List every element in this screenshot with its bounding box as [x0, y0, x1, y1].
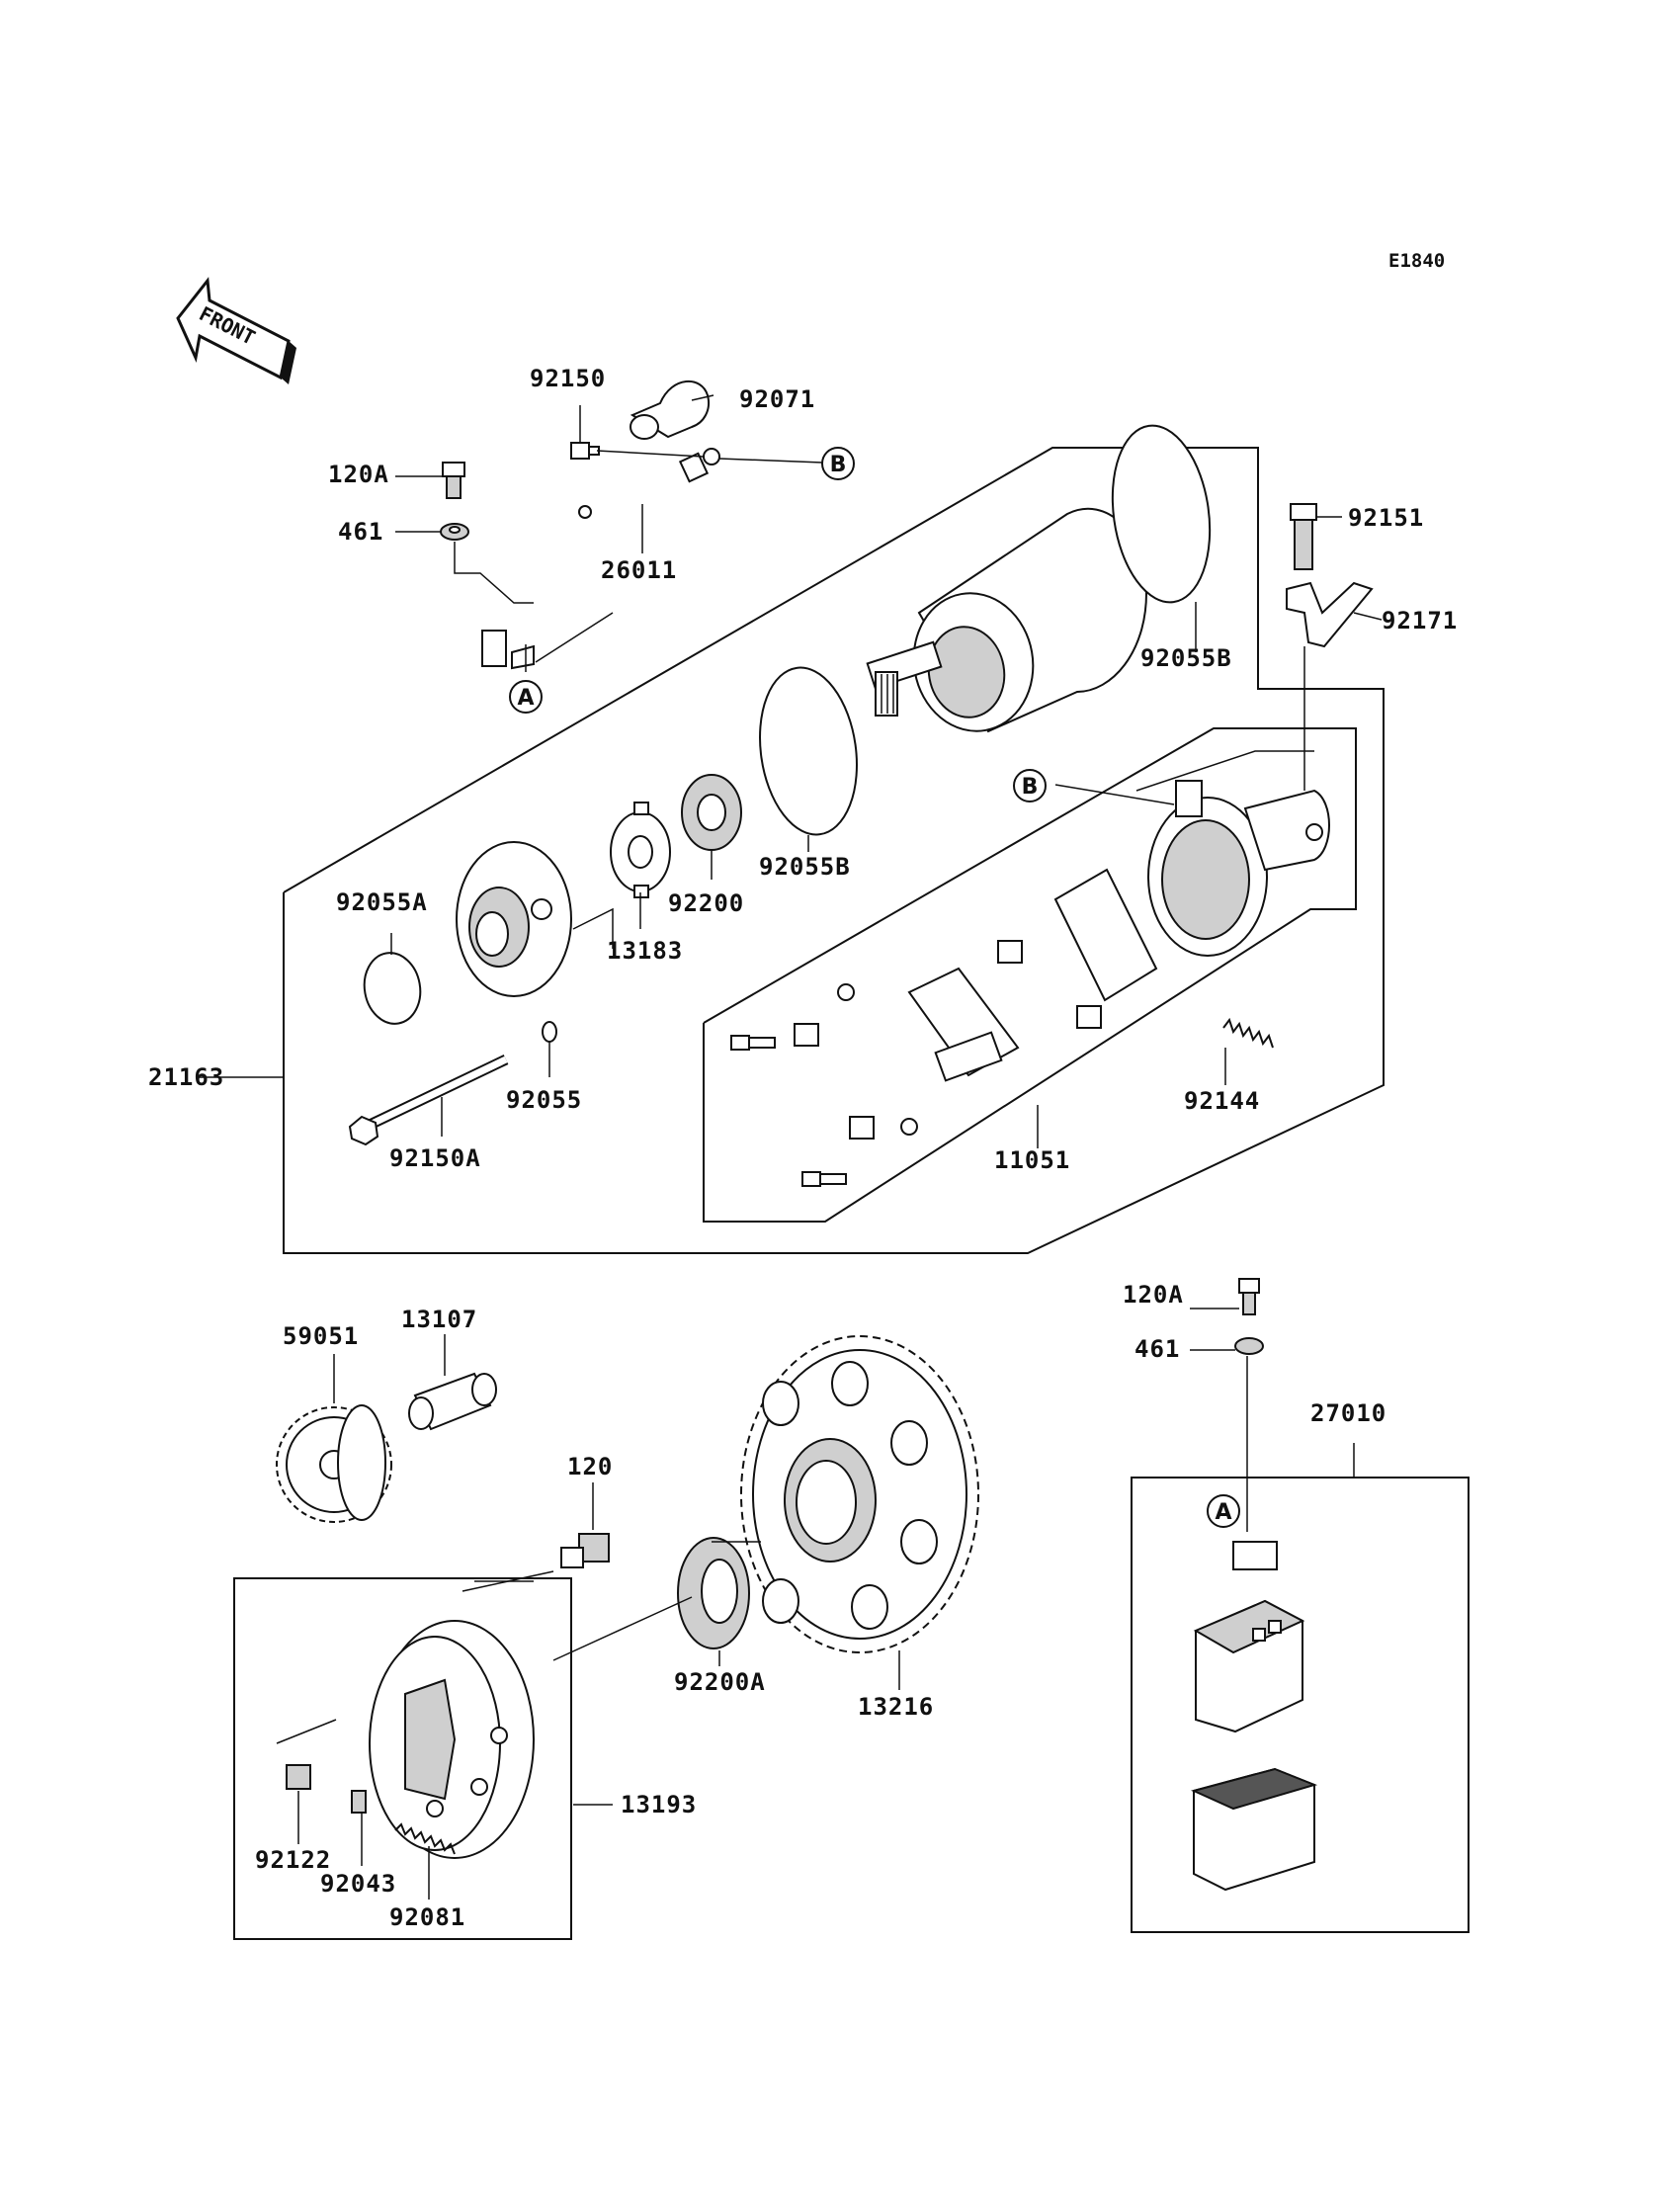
- clutch-group-outline: [233, 1577, 572, 1940]
- rear-cover-icon: [1147, 780, 1330, 957]
- label-92150: 92150: [530, 365, 606, 392]
- label-92071: 92071: [739, 385, 815, 413]
- bolt-92151-icon: [1290, 503, 1317, 570]
- svg-text:B: B: [830, 453, 847, 477]
- brush-holder-icon: [730, 868, 1158, 1187]
- label-11051: 11051: [994, 1146, 1070, 1174]
- leader-lines-top: [198, 394, 1383, 1148]
- cap-92071-icon: [630, 380, 710, 440]
- gear-59051-icon: [276, 1404, 392, 1523]
- label-13183: 13183: [607, 937, 683, 965]
- nut-92150-icon: [570, 442, 600, 460]
- label-13107: 13107: [401, 1306, 477, 1333]
- bolt-120a-relay-icon: [1238, 1278, 1260, 1315]
- label-92055: 92055: [506, 1086, 582, 1114]
- roller-92122-icon: [286, 1764, 311, 1790]
- label-92151: 92151: [1348, 504, 1424, 532]
- label-461-top: 461: [338, 518, 383, 546]
- label-92150a: 92150A: [389, 1144, 481, 1172]
- sleeve-13107-icon: [408, 1372, 497, 1431]
- o-ring-92055b-rear-icon: [1111, 424, 1212, 604]
- ref-marker-b-rear: B: [1013, 769, 1047, 803]
- label-92200a: 92200A: [674, 1668, 766, 1696]
- part-labels: 92150 92071 120A 461 26011 92151 92171 9…: [148, 365, 1458, 1931]
- svg-text:B: B: [1022, 775, 1039, 800]
- label-120a-top: 120A: [328, 461, 389, 488]
- label-13193: 13193: [621, 1791, 697, 1818]
- front-arrow-icon: FRONT: [176, 277, 296, 384]
- diagram-code: E1840: [1388, 250, 1445, 272]
- label-461-relay: 461: [1134, 1335, 1180, 1363]
- one-way-clutch-13193-icon: [369, 1620, 535, 1859]
- starter-relay-27010-icon: [1193, 1541, 1305, 1733]
- spring-92144-icon: [1222, 1017, 1274, 1049]
- label-92200: 92200: [668, 889, 744, 917]
- label-27010: 27010: [1310, 1399, 1386, 1427]
- ref-marker-a-top: A: [509, 680, 543, 714]
- label-92144: 92144: [1184, 1087, 1260, 1115]
- label-92055b-rear: 92055B: [1140, 644, 1232, 672]
- ref-marker-a-relay: A: [1207, 1494, 1240, 1528]
- label-59051: 59051: [283, 1322, 359, 1350]
- label-13216: 13216: [858, 1693, 934, 1721]
- starter-clutch-gear-13216-icon: [740, 1335, 979, 1653]
- svg-text:A: A: [1215, 1500, 1231, 1525]
- o-ring-92055-icon: [542, 1021, 557, 1043]
- o-ring-92055a-icon: [363, 952, 422, 1025]
- label-92171: 92171: [1382, 607, 1458, 634]
- relay-cover-icon: [1191, 1767, 1318, 1892]
- front-cover-icon: [456, 841, 572, 997]
- label-92081: 92081: [389, 1903, 465, 1931]
- label-26011: 26011: [601, 556, 677, 584]
- plate-13183-icon: [610, 802, 671, 898]
- label-120a-relay: 120A: [1123, 1281, 1184, 1309]
- spring-92081-icon: [394, 1822, 456, 1855]
- ref-marker-b-top: B: [821, 447, 855, 480]
- leader-lines-bottom: [276, 1334, 900, 1900]
- label-120: 120: [567, 1453, 613, 1480]
- motor-yoke-icon: [866, 507, 1148, 733]
- washer-461-relay-icon: [1234, 1337, 1264, 1355]
- bolt-120-icon: [560, 1533, 610, 1568]
- bolt-120a-icon: [442, 462, 465, 499]
- through-bolt-92150a-icon: [348, 1055, 509, 1146]
- bracket-92171-icon: [1286, 581, 1374, 648]
- label-92055b-front: 92055B: [759, 853, 851, 881]
- label-21163: 21163: [148, 1063, 224, 1091]
- svg-text:A: A: [517, 686, 534, 711]
- label-92055a: 92055A: [336, 888, 428, 916]
- label-92122: 92122: [255, 1846, 331, 1874]
- pin-92043-icon: [351, 1790, 367, 1814]
- label-92043: 92043: [320, 1870, 396, 1898]
- starter-motor-group-outline: [283, 447, 1385, 1254]
- o-ring-92055b-front-icon: [759, 666, 858, 836]
